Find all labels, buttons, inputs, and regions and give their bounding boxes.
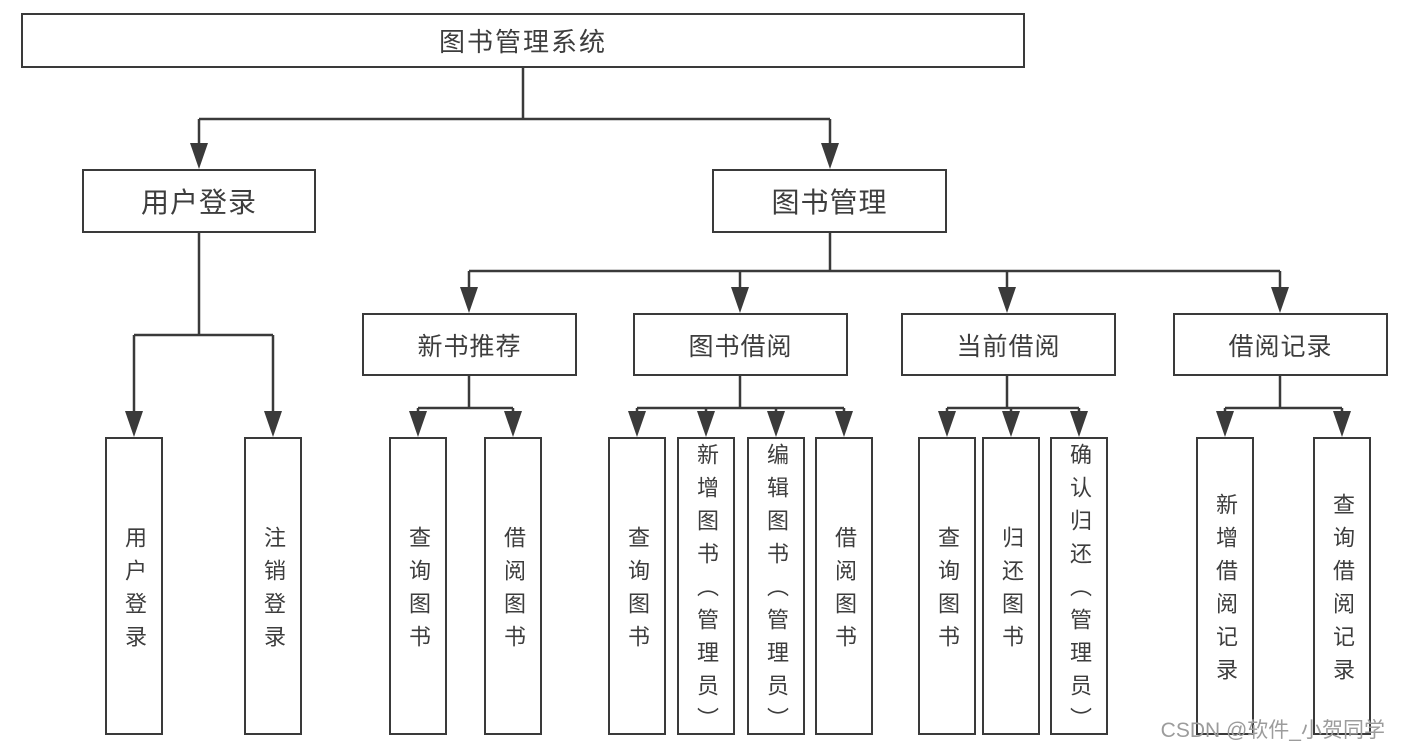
leaf-logout: 注销登录 [244,437,302,735]
connector-new-book-recommend [409,376,522,437]
node-label: 图书管理 [771,187,888,218]
node-label: 当前借阅 [956,332,1061,361]
arrow-down-icon [697,411,715,437]
node-new-book-recommend: 新书推荐 [362,313,577,376]
arrow-down-icon [460,287,478,313]
arrow-down-icon [1070,411,1088,437]
node-borrow-records: 借阅记录 [1173,313,1388,376]
connector-root [190,68,839,169]
node-label: 图书管理系统 [438,27,607,57]
connector-book-management [460,233,1289,313]
connector-borrow-records [1216,376,1351,437]
node-book-management: 图书管理 [712,169,947,233]
arrow-down-icon [1333,411,1351,437]
node-label: 用户登录 [122,525,147,658]
node-label: 图书借阅 [688,332,793,361]
node-label: 确认归还（管理员） [1067,443,1092,740]
node-label: 归还图书 [999,525,1024,658]
arrow-down-icon [628,411,646,437]
node-label: 查询借阅记录 [1330,492,1355,691]
csdn-watermark: CSDN @软件_小贺同学 [1160,719,1385,742]
node-label: 新书推荐 [417,332,522,361]
arrow-down-icon [1271,287,1289,313]
leaf-current-query-books: 查询图书 [918,437,976,735]
node-label: 新增图书（管理员） [694,443,719,740]
leaf-borrow-edit-books-admin: 编辑图书（管理员） [747,437,805,740]
arrow-down-icon [409,411,427,437]
arrow-down-icon [190,143,208,169]
node-label: 借阅记录 [1228,332,1333,361]
leaf-records-add-record: 新增借阅记录 [1196,437,1254,735]
leaf-records-query-record: 查询借阅记录 [1313,437,1371,735]
arrow-down-icon [767,411,785,437]
leaf-current-return-books: 归还图书 [982,437,1040,735]
leaf-recommend-query-books: 查询图书 [389,437,447,735]
leaf-recommend-borrow-books: 借阅图书 [484,437,542,735]
node-label: 查询图书 [935,525,960,658]
arrow-down-icon [1002,411,1020,437]
node-user-login: 用户登录 [82,169,316,233]
leaf-borrow-borrow-books: 借阅图书 [815,437,873,735]
node-root: 图书管理系统 [21,13,1025,68]
connector-current-borrow [938,376,1088,437]
node-label: 查询图书 [625,525,650,658]
node-label: 用户登录 [140,187,257,218]
arrow-down-icon [821,143,839,169]
leaf-user-login: 用户登录 [105,437,163,735]
arrow-down-icon [264,411,282,437]
connector-book-borrow [628,376,853,437]
arrow-down-icon [998,287,1016,313]
node-label: 注销登录 [261,525,286,658]
node-label: 借阅图书 [501,525,526,658]
arrow-down-icon [731,287,749,313]
node-label: 查询图书 [406,525,431,658]
leaf-current-confirm-return-admin: 确认归还（管理员） [1050,437,1108,740]
arrow-down-icon [504,411,522,437]
leaf-borrow-query-books: 查询图书 [608,437,666,735]
node-current-borrow: 当前借阅 [901,313,1116,376]
arrow-down-icon [125,411,143,437]
node-label: 编辑图书（管理员） [764,443,789,740]
node-label: 新增借阅记录 [1213,492,1238,691]
arrow-down-icon [938,411,956,437]
connector-user-login [125,233,282,437]
arrow-down-icon [835,411,853,437]
node-label: 借阅图书 [832,525,857,658]
leaf-borrow-add-books-admin: 新增图书（管理员） [677,437,735,740]
node-book-borrow: 图书借阅 [633,313,848,376]
arrow-down-icon [1216,411,1234,437]
